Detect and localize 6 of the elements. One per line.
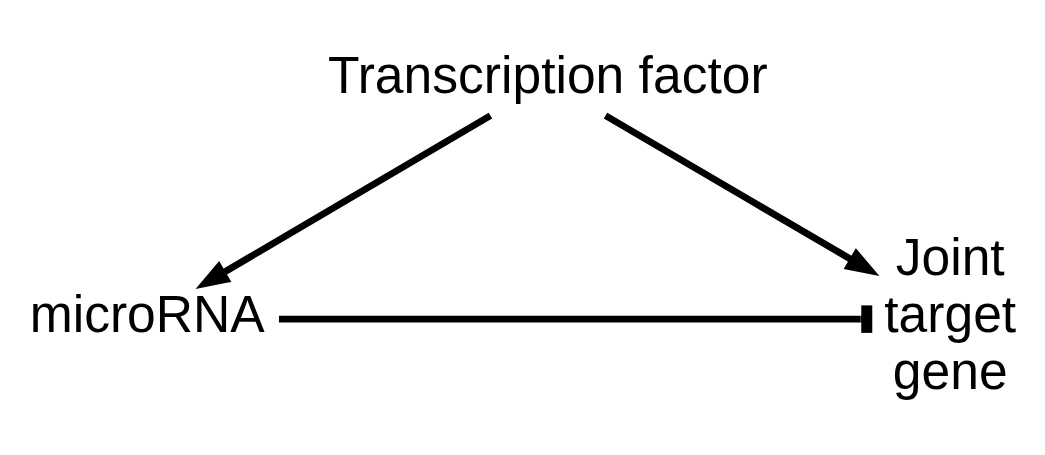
connector xyxy=(278,304,873,333)
node-text: Joint target gene xyxy=(884,227,1017,400)
arrow xyxy=(195,112,493,289)
node-text: Transcription factor xyxy=(328,45,768,104)
node-text: microRNA xyxy=(29,284,265,343)
arrow xyxy=(603,112,880,276)
